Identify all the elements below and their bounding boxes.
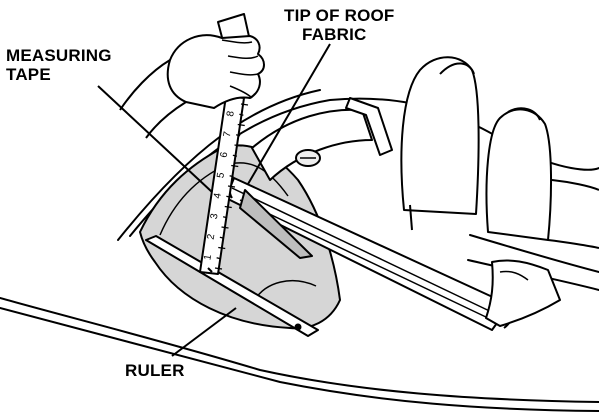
tape-tick bbox=[226, 195, 231, 198]
tape-scale-numbers: 1 2 3 4 5 6 7 8 bbox=[202, 110, 237, 261]
tape-number-3: 3 bbox=[209, 212, 221, 220]
measuring-tape-label: MEASURING TAPE bbox=[6, 46, 112, 84]
tape-tick bbox=[229, 175, 234, 178]
tape-tick bbox=[232, 154, 238, 157]
tape-tick bbox=[224, 205, 232, 209]
leader-lines bbox=[97, 43, 331, 357]
tape-tick bbox=[214, 267, 223, 270]
seat-backs bbox=[400, 56, 599, 249]
tape-tick bbox=[221, 226, 229, 229]
tape-tick bbox=[234, 144, 242, 147]
ruler-label: RULER bbox=[125, 361, 185, 380]
tape-tick bbox=[239, 113, 244, 116]
tape-number-2: 2 bbox=[206, 233, 218, 241]
tip-of-roof-fabric-label: TIP OF ROOF FABRIC bbox=[284, 6, 395, 44]
tape-number-7: 7 bbox=[222, 130, 234, 138]
roof-frame bbox=[251, 97, 393, 181]
tape-number-6: 6 bbox=[219, 151, 231, 159]
tape-tick bbox=[222, 216, 228, 219]
tape-number-8: 8 bbox=[225, 110, 237, 118]
tape-tick bbox=[240, 103, 249, 106]
tape-number-5: 5 bbox=[215, 171, 227, 179]
measuring-tape-label-line1: MEASURING bbox=[6, 46, 112, 65]
tape-tick bbox=[235, 134, 241, 137]
measuring-tape-label-line2: TAPE bbox=[6, 65, 51, 84]
tape-tick bbox=[237, 123, 245, 127]
tip-of-roof-fabric-label-line2: FABRIC bbox=[302, 25, 367, 44]
lower-hand bbox=[485, 259, 561, 327]
leader-measuring-tape bbox=[97, 85, 213, 193]
ruler bbox=[145, 235, 319, 337]
tape-tick bbox=[219, 236, 225, 239]
tape-tick bbox=[231, 164, 239, 168]
tape-number-1: 1 bbox=[202, 253, 214, 261]
tape-number-4: 4 bbox=[212, 192, 224, 200]
tape-tick bbox=[216, 257, 221, 260]
tape-tick-marks bbox=[214, 103, 249, 270]
leader-ruler bbox=[171, 307, 237, 357]
tape-tick bbox=[227, 185, 236, 188]
upper-hand bbox=[119, 13, 265, 139]
tip-of-roof-fabric-label-line1: TIP OF ROOF bbox=[284, 6, 395, 25]
leader-tip-of-roof bbox=[247, 43, 331, 185]
tape-tick bbox=[218, 246, 226, 250]
